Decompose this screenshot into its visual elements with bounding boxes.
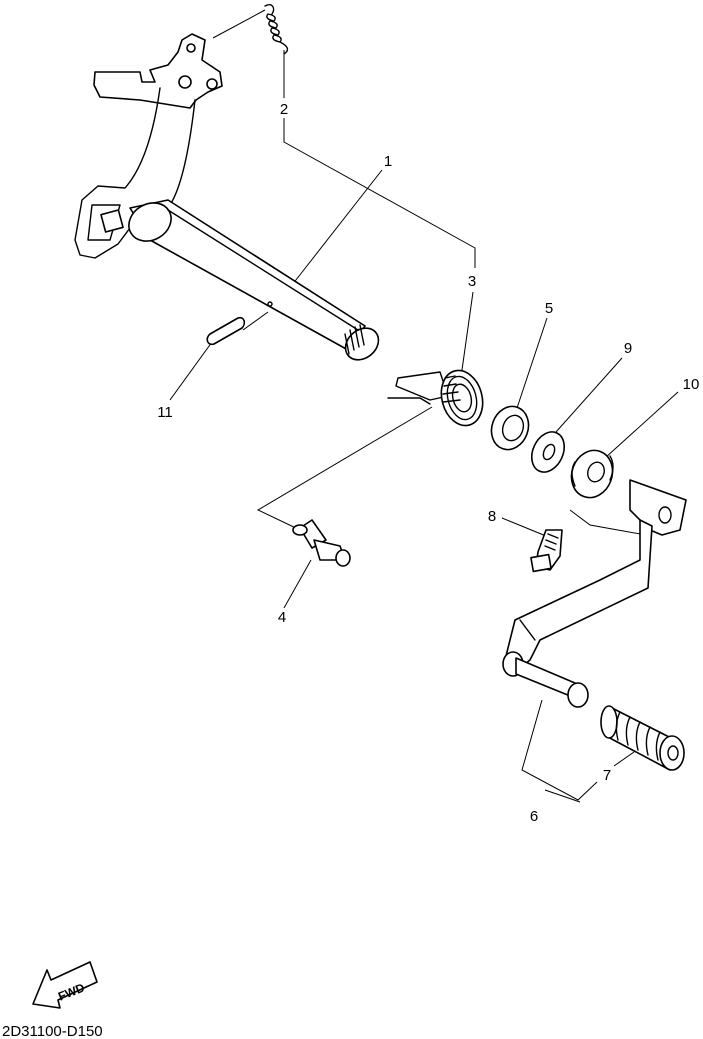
leader-lines [169,9,679,803]
callout-2: 2 [280,101,288,118]
part-10-bush [570,449,614,499]
part-3-return-spring [387,369,484,427]
callout-7: 7 [603,767,611,784]
callout-10: 10 [683,376,700,393]
fwd-arrow-icon: FWD [32,961,98,1009]
drawing-code: 2D31100-D150 [2,1023,103,1039]
part-6-shift-pedal [502,479,687,708]
part-5-oil-seal [490,405,530,451]
part-4-pivot-bolt [292,519,351,567]
callout-9: 9 [624,340,632,357]
part-8-bolt [530,529,563,573]
part-7-rubber-pedal [600,705,685,771]
callout-3: 3 [468,273,476,290]
callout-4: 4 [278,609,286,626]
callout-5: 5 [545,300,553,317]
part-1-shift-shaft [128,199,380,361]
shift-arm-plate [74,33,223,259]
callout-8: 8 [488,508,496,525]
callout-6: 6 [530,808,538,825]
part-9-washer [530,431,566,473]
part-2-spring [264,4,289,55]
callout-11: 11 [157,404,173,421]
callout-1: 1 [384,153,392,170]
part-11-pin [206,316,246,346]
